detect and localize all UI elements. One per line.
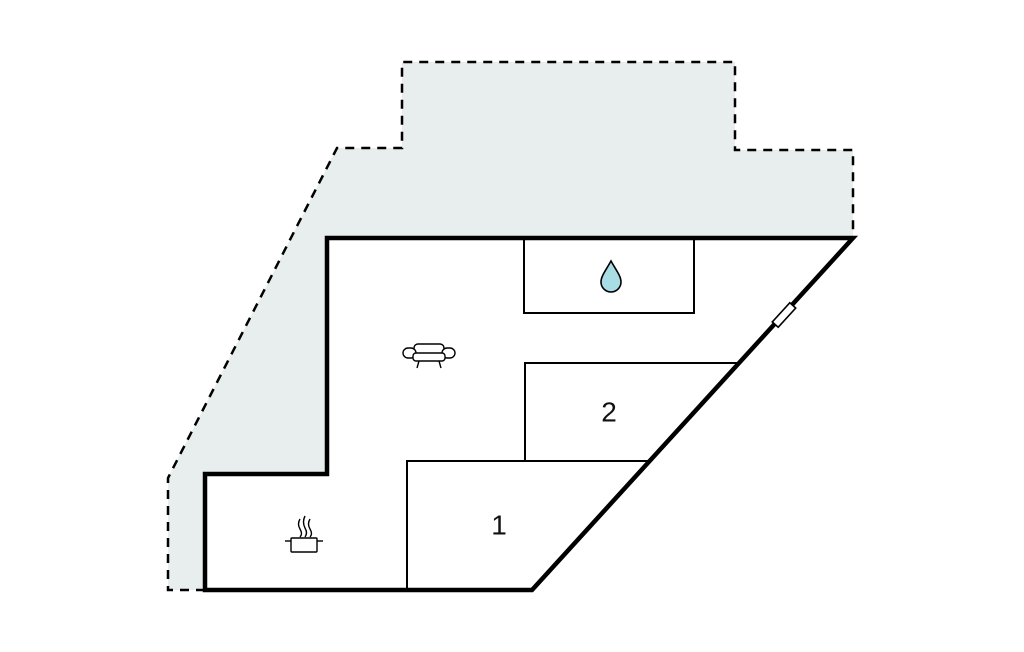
- bathroom-wall: [523, 238, 695, 314]
- bedroom-2-wall: [524, 362, 737, 461]
- outer-wall: [202, 235, 859, 593]
- terrace-dashed-border: [166, 60, 855, 592]
- interior-floor: [205, 238, 853, 590]
- sofa-icon: [402, 343, 456, 369]
- bedroom-1-wall: [406, 460, 648, 590]
- cooking-pot-icon: [285, 515, 323, 553]
- inner-walls: [406, 238, 737, 590]
- terrace-area: [168, 62, 853, 590]
- room-label-2: 2: [601, 396, 617, 427]
- door-icon: [771, 301, 797, 329]
- room-label-1: 1: [491, 509, 507, 540]
- water-drop-icon: [600, 259, 622, 293]
